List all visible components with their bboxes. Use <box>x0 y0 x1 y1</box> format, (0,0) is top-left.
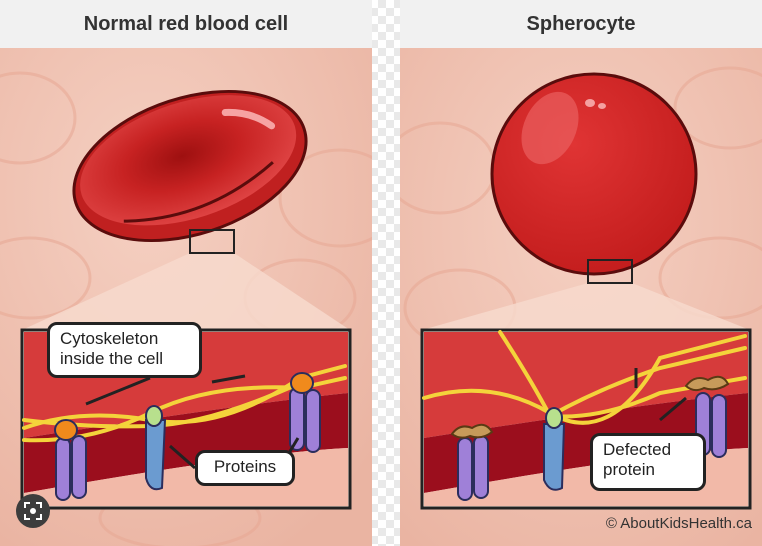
proteins-callout: Proteins <box>195 450 295 486</box>
zoom-box <box>189 229 235 254</box>
red-blood-cell <box>72 89 308 243</box>
panel-title-normal: Normal red blood cell <box>0 0 372 48</box>
protein-node <box>545 407 563 429</box>
zoom-beam <box>22 253 350 330</box>
spherocyte-illustration <box>400 48 762 546</box>
membrane-proteins <box>55 387 321 501</box>
cytoskeleton-callout: Cytoskeleton inside the cell <box>47 322 202 378</box>
normal-cell-panel: Cytoskeleton inside the cell Proteins <box>0 48 372 546</box>
defected-protein-callout: Defected protein <box>590 433 706 491</box>
copyright-text: © AboutKidsHealth.ca <box>605 515 752 532</box>
transparency-gap <box>370 0 400 546</box>
zoom-box <box>587 259 633 284</box>
protein-nodes <box>54 372 314 441</box>
image-search-button[interactable] <box>16 494 50 528</box>
defect-blobs <box>450 375 730 439</box>
image-search-icon <box>24 502 42 520</box>
zoom-beam <box>422 283 750 330</box>
spherocyte-cell <box>490 72 698 276</box>
spherocyte-panel: Defected protein © AboutKidsHealth.ca <box>400 48 762 546</box>
panel-title-spherocyte: Spherocyte <box>400 0 762 48</box>
normal-cell-illustration <box>0 48 372 546</box>
membrane-proteins <box>457 392 727 501</box>
